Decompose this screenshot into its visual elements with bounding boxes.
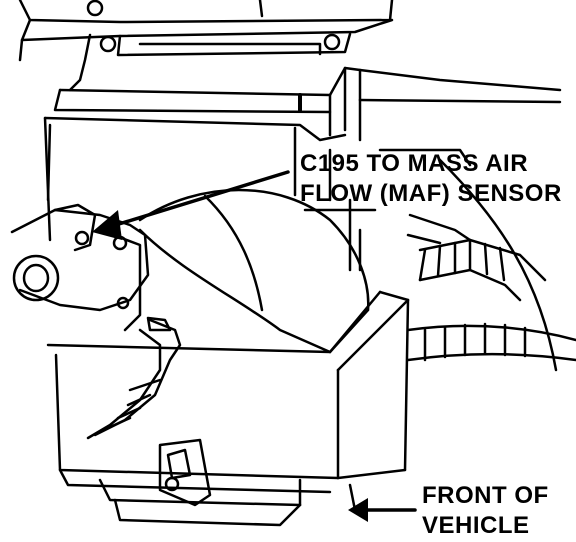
mounting-bracket	[158, 438, 212, 507]
maf-callout-line-1: C195 TO MASS AIR	[300, 150, 529, 177]
corrugated-hoses	[406, 158, 576, 372]
engine-top-structure	[18, 0, 562, 167]
air-intake-duct	[138, 188, 370, 354]
front-of-vehicle-callout: FRONT OF VEHICLE	[422, 481, 549, 541]
front-callout-line-2: VEHICLE	[422, 512, 530, 539]
front-of-vehicle-arrow	[348, 498, 417, 522]
wire-harness	[86, 316, 182, 440]
front-callout-line-1: FRONT OF	[422, 482, 549, 509]
maf-callout-line-2: FLOW (MAF) SENSOR	[300, 180, 562, 207]
maf-sensor	[10, 203, 150, 332]
maf-callout-arrow	[92, 170, 290, 240]
maf-connector-callout: C195 TO MASS AIR FLOW (MAF) SENSOR	[300, 149, 562, 209]
